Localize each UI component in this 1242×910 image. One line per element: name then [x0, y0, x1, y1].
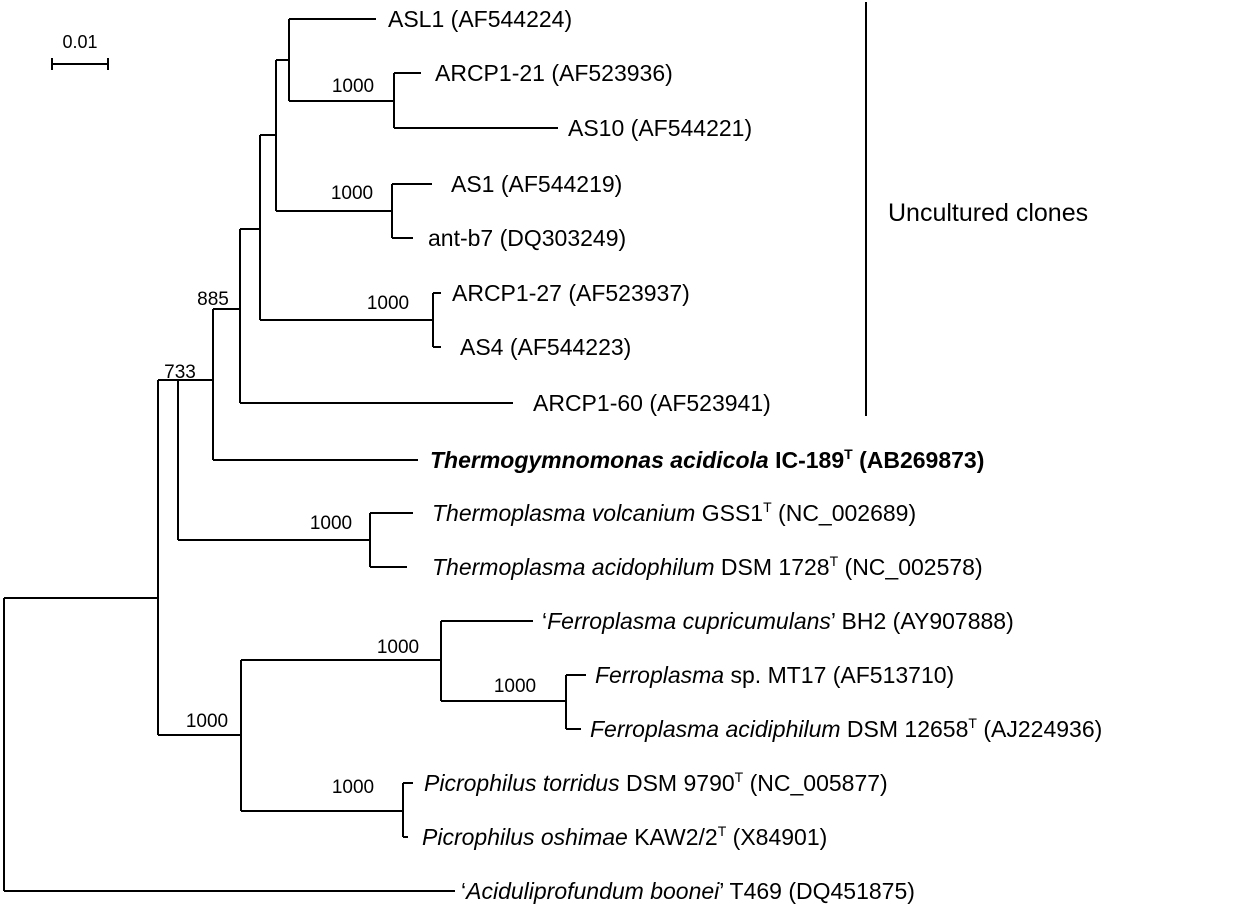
taxon-label: ARCP1-21 (AF523936) [435, 60, 673, 86]
taxon-label: ant-b7 (DQ303249) [428, 225, 626, 251]
taxon-label-part: sp. MT17 (AF513710) [724, 662, 954, 688]
taxon-label-part: (X84901) [726, 824, 827, 850]
taxon-label: Ferroplasma acidiphilum DSM 12658T (AJ22… [590, 715, 1102, 742]
group-label: Uncultured clones [888, 199, 1088, 227]
taxon-label-part: GSS1 [695, 500, 763, 526]
taxon-label-part: Ferroplasma acidiphilum [590, 716, 841, 742]
taxon-label-part: (NC_002578) [838, 554, 982, 580]
taxon-label: Thermogymnomonas acidicola IC-189T (AB26… [430, 446, 984, 473]
taxon-label: ASL1 (AF544224) [388, 6, 572, 32]
taxon-labels: ASL1 (AF544224) ARCP1-21 (AF523936) AS10… [388, 6, 1102, 904]
taxon-label: Picrophilus torridus DSM 9790T (NC_00587… [424, 769, 888, 796]
taxon-label-part: Aciduliprofundum boonei [464, 878, 720, 904]
taxon-label-part: T [763, 499, 772, 515]
taxon-label-part: ’ BH2 (AY907888) [831, 608, 1014, 634]
bootstrap-values: 1000 1000 1000 885 733 1000 1000 1000 10… [164, 76, 536, 798]
bootstrap-value: 1000 [310, 513, 352, 534]
taxon-label: Thermoplasma volcanium GSS1T (NC_002689) [432, 499, 916, 526]
taxon-label-part: (AJ224936) [977, 716, 1102, 742]
taxon-label-part: T [718, 823, 727, 839]
taxon-label-part: ARCP1-60 (AF523941) [533, 390, 771, 416]
bootstrap-value: 1000 [186, 711, 228, 732]
taxon-label-part: T [735, 769, 744, 785]
bootstrap-value: 1000 [332, 777, 374, 798]
taxon-label-part: IC-189 [769, 447, 844, 473]
taxon-label-part: ARCP1-27 (AF523937) [452, 280, 690, 306]
taxon-label-part: ‘ [542, 608, 547, 634]
taxon-label-part: ant-b7 (DQ303249) [428, 225, 626, 251]
taxon-label-part: Ferroplasma [595, 662, 724, 688]
bootstrap-value: 885 [197, 289, 229, 310]
taxon-label: Picrophilus oshimae KAW2/2T (X84901) [422, 823, 827, 850]
bootstrap-value: 1000 [331, 183, 373, 204]
bootstrap-value: 1000 [494, 676, 536, 697]
taxon-label: AS1 (AF544219) [451, 171, 622, 197]
taxon-label: AS4 (AF544223) [460, 334, 631, 360]
scale-bar-label: 0.01 [62, 32, 97, 52]
taxon-label-part: (AB269873) [853, 447, 985, 473]
taxon-label-part: Ferroplasma cupricumulans [547, 608, 831, 634]
tree-branches [3, 18, 586, 892]
bootstrap-value: 733 [164, 362, 196, 383]
taxon-label-part: Picrophilus torridus [424, 770, 620, 796]
scale-bar: 0.01 [51, 32, 109, 70]
taxon-label-part: (NC_002689) [772, 500, 916, 526]
bootstrap-value: 1000 [377, 637, 419, 658]
bootstrap-value: 1000 [367, 293, 409, 314]
taxon-label: AS10 (AF544221) [568, 115, 752, 141]
taxon-label-part: KAW2/2 [628, 824, 718, 850]
taxon-label: ARCP1-60 (AF523941) [533, 390, 771, 416]
taxon-label-part: ’ T469 (DQ451875) [719, 878, 915, 904]
taxon-label-part: DSM 12658 [841, 716, 969, 742]
taxon-label-part: T [968, 715, 977, 731]
taxon-label-part: Thermogymnomonas acidicola [430, 447, 769, 473]
taxon-label: ARCP1-27 (AF523937) [452, 280, 690, 306]
taxon-label-part: AS10 (AF544221) [568, 115, 752, 141]
taxon-label-part: T [830, 553, 839, 569]
bootstrap-value: 1000 [332, 76, 374, 97]
taxon-label: ‘Aciduliprofundum boonei’ T469 (DQ451875… [461, 878, 915, 904]
taxon-label: Thermoplasma acidophilum DSM 1728T (NC_0… [432, 553, 983, 580]
taxon-label-part: AS1 (AF544219) [451, 171, 622, 197]
taxon-label-part: AS4 (AF544223) [460, 334, 631, 360]
uncultured-clones-bracket: Uncultured clones [865, 2, 1088, 416]
taxon-label-part: T [844, 446, 853, 462]
taxon-label-part: ARCP1-21 (AF523936) [435, 60, 673, 86]
taxon-label-part: DSM 9790 [620, 770, 735, 796]
taxon-label-part: DSM 1728 [715, 554, 830, 580]
taxon-label: Ferroplasma sp. MT17 (AF513710) [595, 662, 954, 688]
taxon-label: ‘Ferroplasma cupricumulans’ BH2 (AY90788… [542, 608, 1014, 634]
taxon-label-part: Picrophilus oshimae [422, 824, 628, 850]
taxon-label-part: Thermoplasma volcanium [432, 500, 695, 526]
taxon-label-part: ‘ [461, 878, 466, 904]
taxon-label-part: (NC_005877) [743, 770, 887, 796]
taxon-label-part: ASL1 (AF544224) [388, 6, 572, 32]
taxon-label-part: Thermoplasma acidophilum [432, 554, 715, 580]
